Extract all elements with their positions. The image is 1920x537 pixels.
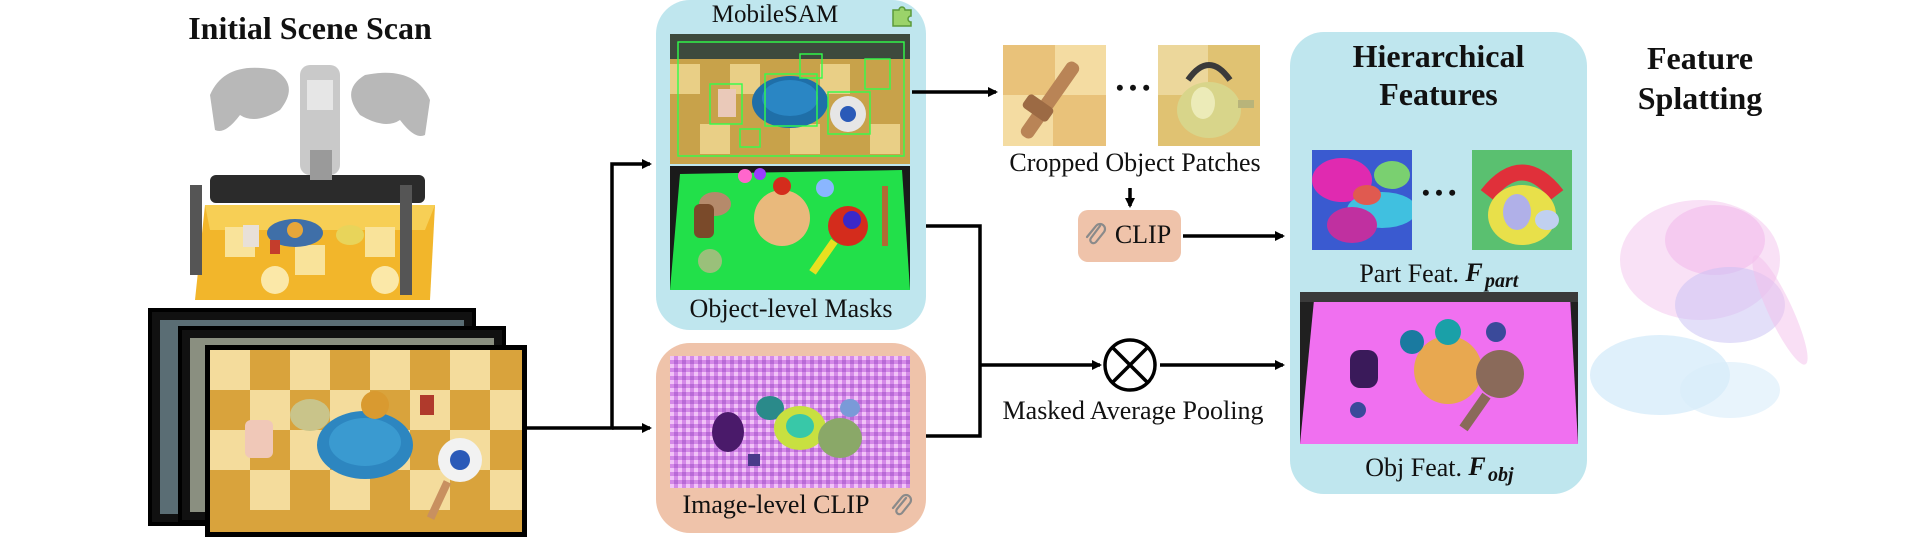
part-feature-map-left [1312, 150, 1412, 250]
obj-feat-symbol: F [1468, 452, 1486, 481]
masked-pooling-label: Masked Average Pooling [1002, 396, 1264, 425]
paperclip-icon [1083, 220, 1107, 250]
clip-box-label: CLIP [1114, 220, 1172, 249]
splatting-title-line2: Splatting [1637, 80, 1763, 116]
object-feature-map [1300, 292, 1578, 444]
splatting-title-line1: Feature [1646, 40, 1754, 76]
image-clip-label: Image-level CLIP [682, 490, 870, 519]
image-clip-feature-image [670, 356, 910, 488]
part-feat-symbol: F [1465, 258, 1483, 287]
cropped-patches-label: Cropped Object Patches [1009, 148, 1261, 177]
hierarchical-title-line1-panel: Hierarchical [1352, 38, 1525, 74]
feature-splatting-render [1580, 160, 1820, 450]
scan-frame-front [205, 345, 527, 537]
clip-encoder-box [1078, 210, 1181, 262]
cropped-patch-utensil [1003, 45, 1106, 146]
part-ellipsis: • • • [1421, 180, 1457, 205]
initial-scan-title: Initial Scene Scan [188, 10, 432, 46]
part-feat-subscript: part [1485, 270, 1519, 292]
puzzle-icon [890, 2, 916, 28]
mobilesam-title: MobileSAM [711, 1, 839, 28]
paperclip-icon [888, 492, 914, 520]
obj-feat-subscript: obj [1488, 464, 1514, 486]
object-masks-label: Object-level Masks [689, 294, 893, 323]
multiply-circle-icon [1103, 338, 1157, 392]
cropped-patch-kettle [1158, 45, 1260, 146]
hierarchical-title-line2-panel: Features [1379, 76, 1498, 112]
robot-scene-scan-image [185, 55, 455, 305]
part-feat-prefix: Part Feat. [1359, 259, 1459, 288]
sam-segmentation-image [670, 34, 910, 164]
patch-ellipsis: • • • [1115, 75, 1151, 100]
obj-feat-prefix: Obj Feat. [1365, 453, 1462, 482]
part-feature-map-right [1472, 150, 1572, 250]
object-masks-image [670, 166, 910, 290]
